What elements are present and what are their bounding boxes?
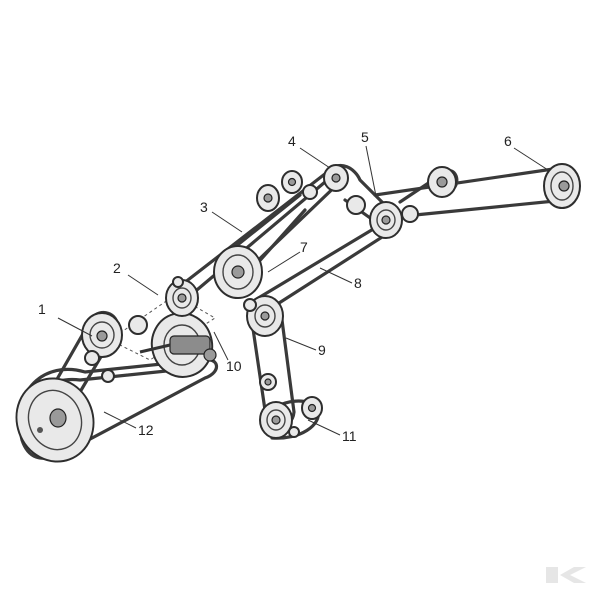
callout-11: 11 xyxy=(342,428,357,444)
pulley-upper-mid xyxy=(427,166,457,198)
leader-3 xyxy=(211,211,243,233)
callout-12: 12 xyxy=(138,422,154,438)
callout-labels: 1 2 3 4 5 6 7 8 9 10 11 12 xyxy=(38,129,512,444)
pulley-4 xyxy=(302,164,349,200)
pulley-large-bottom xyxy=(15,377,95,463)
leader-12 xyxy=(103,411,137,429)
callout-5: 5 xyxy=(361,129,369,145)
leader-10 xyxy=(213,331,229,361)
leader-lines xyxy=(57,145,549,436)
callout-7: 7 xyxy=(300,239,308,255)
leader-9 xyxy=(285,337,317,351)
idler-small-left xyxy=(84,315,148,383)
idler-9-lower xyxy=(259,373,277,391)
callout-2: 2 xyxy=(113,260,121,276)
pulley-top-left-pair xyxy=(256,170,303,212)
gearbox-10 xyxy=(139,312,217,378)
leader-11 xyxy=(307,419,341,436)
callout-1: 1 xyxy=(38,301,46,317)
leader-6 xyxy=(513,147,549,171)
pulley-5 xyxy=(346,195,419,239)
leader-4 xyxy=(299,147,331,169)
leader-2 xyxy=(127,274,159,296)
leader-8 xyxy=(319,267,353,284)
pulley-11 xyxy=(259,396,323,439)
leader-7 xyxy=(267,251,301,273)
callout-9: 9 xyxy=(318,342,326,358)
pulley-8-9 xyxy=(243,295,284,337)
callout-4: 4 xyxy=(288,133,296,149)
leader-5 xyxy=(365,145,377,197)
callout-3: 3 xyxy=(200,199,208,215)
pulley-2 xyxy=(165,276,199,317)
pulley-1 xyxy=(81,312,123,358)
pulley-3-center xyxy=(213,245,263,299)
belt-2 xyxy=(109,294,216,361)
k-logo-icon xyxy=(546,567,586,583)
callout-6: 6 xyxy=(504,133,512,149)
callout-10: 10 xyxy=(226,358,242,374)
callout-8: 8 xyxy=(354,275,362,291)
pulley-6 xyxy=(543,163,581,209)
leader-1 xyxy=(57,317,93,337)
